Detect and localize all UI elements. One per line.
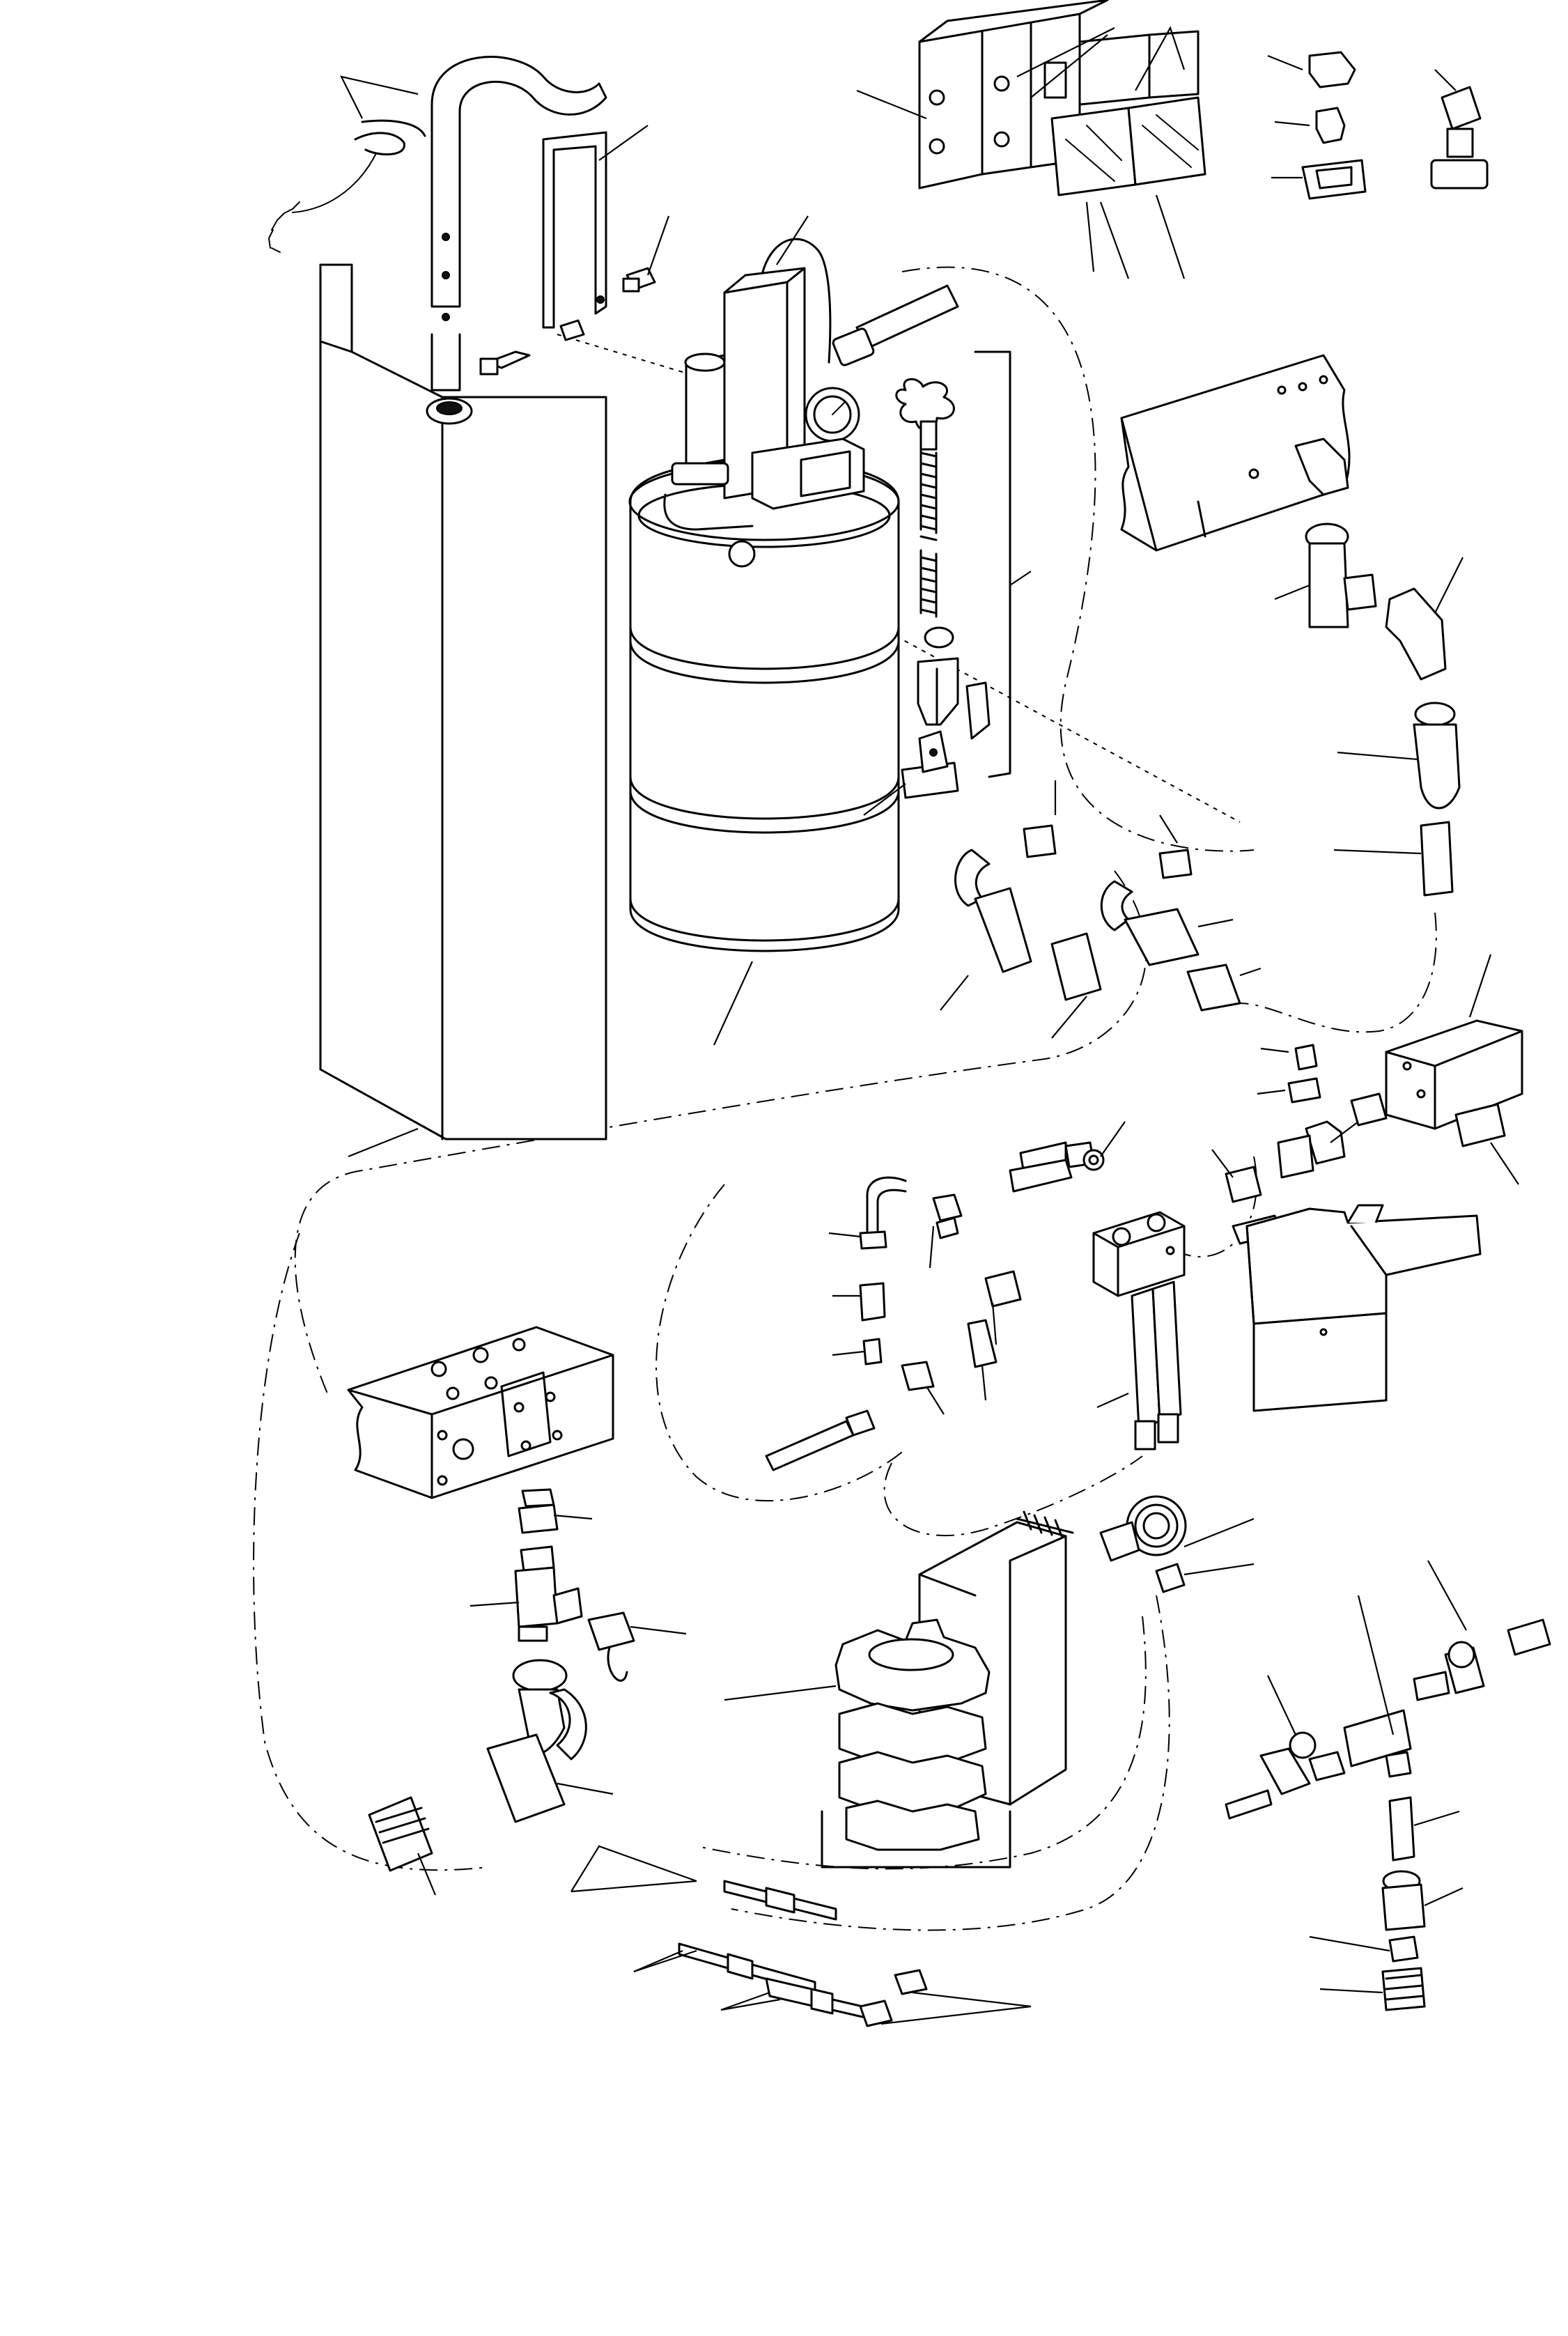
cabinet-leader xyxy=(348,1127,419,1158)
upper-manifold xyxy=(1120,354,1351,552)
enclosure-cabinet xyxy=(319,263,607,1140)
left-center-fittings xyxy=(765,1176,1022,1471)
lower-right-tee xyxy=(1225,1560,1551,2011)
handle-assembly xyxy=(268,56,649,392)
bracket-bolts xyxy=(479,215,670,376)
lower-manifold xyxy=(347,1326,614,1499)
fittings-row xyxy=(1019,1044,1388,1203)
lower-pins xyxy=(570,1845,1032,2027)
mounting-plate xyxy=(1245,1204,1482,1412)
pump-hose-fitting xyxy=(832,284,959,366)
knob-spring-clevis xyxy=(863,350,1032,816)
pinion-stack xyxy=(724,1521,1067,1869)
pump-head xyxy=(663,215,865,568)
control-units xyxy=(856,0,1206,279)
hose-assemblies-center xyxy=(940,780,1262,1039)
grease-pump-drum xyxy=(628,458,900,1046)
top-right-fittings xyxy=(1267,51,1489,200)
coil-spring xyxy=(1016,1495,1255,1593)
right-tee-elbow-hose xyxy=(1274,523,1464,897)
lower-left-hose-chain xyxy=(368,1488,687,1896)
distribution-block xyxy=(1009,1159,1283,1451)
solenoid-valve xyxy=(1385,954,1523,1185)
